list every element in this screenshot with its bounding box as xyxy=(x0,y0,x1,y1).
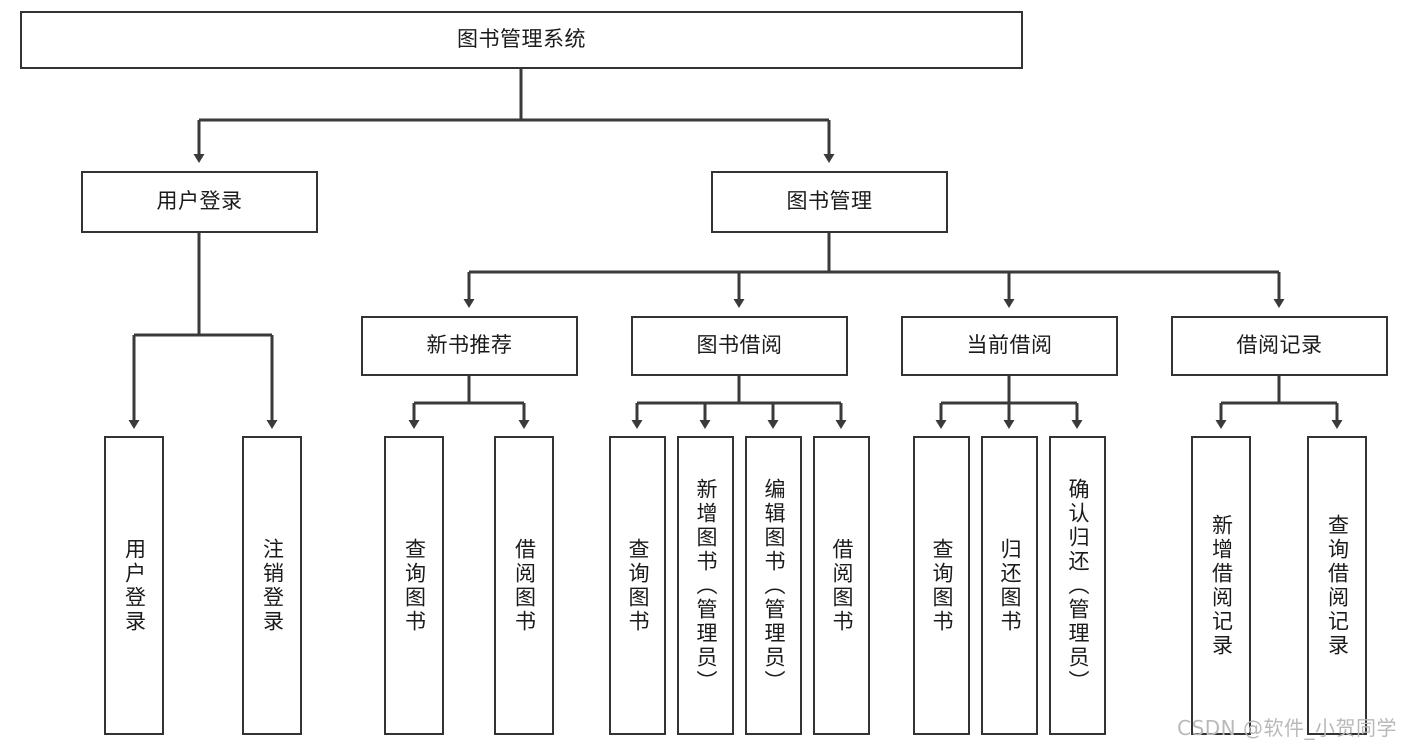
leaf-query-borrow-record[interactable]: 查询借阅记录 xyxy=(1307,436,1367,735)
leaf-edit-book-admin[interactable]: 编辑图书（管理员） xyxy=(745,436,802,735)
leaf-query-borrow-record-label: 查询借阅记录 xyxy=(1325,513,1350,658)
leaf-user-login-label: 用户登录 xyxy=(122,537,147,634)
leaf-query-book-current-label: 查询图书 xyxy=(930,537,954,634)
leaf-borrow-book-label: 借阅图书 xyxy=(830,537,854,634)
node-root[interactable]: 图书管理系统 xyxy=(20,11,1023,69)
leaf-logout[interactable]: 注销登录 xyxy=(242,436,302,735)
node-borrow-records[interactable]: 借阅记录 xyxy=(1171,316,1388,376)
node-current-borrow[interactable]: 当前借阅 xyxy=(901,316,1118,376)
node-new-book-recommend[interactable]: 新书推荐 xyxy=(361,316,578,376)
leaf-add-borrow-record[interactable]: 新增借阅记录 xyxy=(1191,436,1251,735)
leaf-add-book-admin-label: 新增图书（管理员） xyxy=(694,477,718,694)
leaf-borrow-book[interactable]: 借阅图书 xyxy=(813,436,870,735)
node-book-management[interactable]: 图书管理 xyxy=(711,171,948,233)
leaf-query-book-borrow[interactable]: 查询图书 xyxy=(609,436,666,735)
leaf-add-book-admin[interactable]: 新增图书（管理员） xyxy=(677,436,734,735)
csdn-watermark: CSDN @软件_小贺同学 xyxy=(1177,716,1397,740)
leaf-edit-book-admin-label: 编辑图书（管理员） xyxy=(762,477,786,694)
node-book-management-label: 图书管理 xyxy=(786,189,873,214)
node-new-book-recommend-label: 新书推荐 xyxy=(426,333,513,358)
node-borrow-records-label: 借阅记录 xyxy=(1236,333,1323,358)
leaf-confirm-return-admin-label: 确认归还（管理员） xyxy=(1066,477,1090,694)
leaf-query-book-new-label: 查询图书 xyxy=(402,537,427,634)
leaf-query-book-current[interactable]: 查询图书 xyxy=(913,436,970,735)
leaf-logout-label: 注销登录 xyxy=(260,537,285,634)
node-user-login[interactable]: 用户登录 xyxy=(81,171,318,233)
leaf-add-borrow-record-label: 新增借阅记录 xyxy=(1209,513,1234,658)
leaf-query-book-new[interactable]: 查询图书 xyxy=(384,436,444,735)
leaf-query-book-borrow-label: 查询图书 xyxy=(626,537,650,634)
leaf-confirm-return-admin[interactable]: 确认归还（管理员） xyxy=(1049,436,1106,735)
node-book-borrow-label: 图书借阅 xyxy=(696,333,783,358)
node-book-borrow[interactable]: 图书借阅 xyxy=(631,316,848,376)
leaf-return-book[interactable]: 归还图书 xyxy=(981,436,1038,735)
leaf-borrow-book-new[interactable]: 借阅图书 xyxy=(494,436,554,735)
leaf-return-book-label: 归还图书 xyxy=(998,537,1022,634)
node-root-label: 图书管理系统 xyxy=(457,27,586,52)
leaf-borrow-book-new-label: 借阅图书 xyxy=(512,537,537,634)
node-current-borrow-label: 当前借阅 xyxy=(966,333,1053,358)
node-user-login-label: 用户登录 xyxy=(156,189,243,214)
leaf-user-login[interactable]: 用户登录 xyxy=(104,436,164,735)
